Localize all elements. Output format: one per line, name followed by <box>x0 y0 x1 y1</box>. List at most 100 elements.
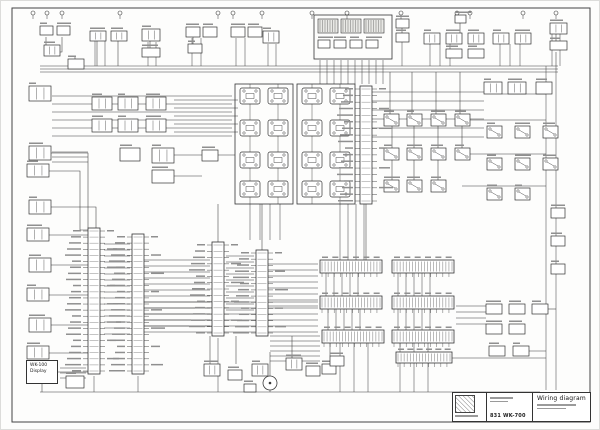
tiny-label <box>115 296 125 299</box>
tiny-label <box>306 362 318 364</box>
tiny-label <box>27 224 42 226</box>
tiny-label <box>248 23 259 25</box>
tiny-label <box>416 348 423 350</box>
relay-contact-icon <box>490 191 499 197</box>
tiny-label <box>240 282 249 285</box>
component-group-outline <box>296 83 356 205</box>
relay-pin-icon <box>417 155 421 159</box>
relay-pin-icon <box>270 153 274 157</box>
tiny-label <box>186 23 199 25</box>
tiny-label <box>455 144 464 146</box>
tiny-label <box>407 110 414 112</box>
relay-pin-icon <box>408 149 412 153</box>
tiny-label <box>57 22 71 24</box>
component-box <box>454 14 467 24</box>
tiny-label <box>195 306 205 309</box>
title-block-title-cell: Wiring diagram <box>533 393 590 421</box>
component-box <box>535 81 553 95</box>
tiny-label <box>116 266 125 268</box>
tiny-label <box>111 309 125 311</box>
tiny-label <box>515 29 530 31</box>
tiny-label <box>404 256 411 258</box>
connector-strip-vertical <box>359 85 373 205</box>
tiny-label <box>551 204 565 206</box>
component-box <box>26 227 50 242</box>
tiny-label <box>394 326 400 328</box>
relay-pin-icon <box>242 163 246 167</box>
tiny-label <box>489 342 499 344</box>
relay-pin-icon <box>270 163 274 167</box>
tiny-label <box>152 144 161 146</box>
component-box <box>531 303 549 315</box>
relay-pin-icon <box>553 133 557 137</box>
tiny-label <box>196 332 205 334</box>
title-block-number-cell: 831 WK-700 <box>487 393 533 421</box>
tiny-label <box>72 260 81 262</box>
relay-pin-icon <box>316 192 320 196</box>
component-box <box>549 22 568 35</box>
component-box <box>445 32 463 45</box>
relay-pin-icon <box>316 163 320 167</box>
tiny-label <box>71 345 81 348</box>
tiny-label <box>90 27 105 29</box>
relay-pin-icon <box>488 189 492 193</box>
relay-coil-icon <box>245 93 255 99</box>
tiny-label <box>65 254 81 256</box>
tiny-label <box>263 27 271 29</box>
tiny-label <box>118 115 126 117</box>
tiny-label <box>342 127 353 130</box>
reference-tick-icon <box>309 10 315 16</box>
tiny-label <box>40 22 47 24</box>
relay-pin-icon <box>385 149 389 153</box>
wire <box>49 170 88 231</box>
tiny-label <box>551 260 559 262</box>
title-block-small-text <box>455 415 479 417</box>
tiny-label <box>431 110 445 112</box>
tiny-label <box>228 366 239 368</box>
relay-pin-icon <box>242 121 246 125</box>
relay-pin-icon <box>270 192 274 196</box>
connector-bank <box>317 18 339 34</box>
component-box <box>550 207 566 219</box>
tiny-label <box>425 256 431 258</box>
component-group-outline <box>313 14 393 60</box>
title-block-small-text <box>537 404 577 406</box>
tiny-label <box>151 309 162 311</box>
tiny-label <box>69 242 81 244</box>
tiny-label <box>343 153 353 156</box>
relay-pin-icon <box>332 99 336 103</box>
relay-contact-icon <box>434 151 443 157</box>
tiny-label <box>204 360 218 362</box>
tiny-label <box>396 29 406 31</box>
reference-tick-icon <box>30 10 36 16</box>
relay-pin-icon <box>304 99 308 103</box>
tiny-label <box>334 36 346 38</box>
relay-pin-icon <box>332 131 336 135</box>
tiny-label <box>66 333 81 335</box>
component-box <box>91 118 113 133</box>
relay-pin-icon <box>465 155 469 159</box>
component-box <box>151 169 175 184</box>
relay-pin-icon <box>304 121 308 125</box>
tiny-label <box>237 264 249 266</box>
tiny-label <box>72 370 81 372</box>
tiny-label <box>107 266 120 269</box>
tiny-label <box>236 295 249 297</box>
tiny-label <box>445 326 452 328</box>
relay-pin-icon <box>525 133 529 137</box>
wire <box>51 206 97 228</box>
relay-pin-icon <box>282 192 286 196</box>
relay-pin-icon <box>441 121 445 125</box>
tiny-label <box>112 278 125 281</box>
tiny-label <box>493 29 501 31</box>
relay-contact-icon <box>434 183 443 189</box>
relay-coil-icon <box>307 125 317 131</box>
tiny-label <box>344 120 353 123</box>
tiny-label <box>231 319 242 321</box>
tiny-label <box>244 380 253 382</box>
tiny-label <box>398 348 404 350</box>
relay-pin-icon <box>385 115 389 119</box>
document-number: 831 WK-700 <box>490 413 526 419</box>
connector-strip-horizontal <box>391 259 455 274</box>
